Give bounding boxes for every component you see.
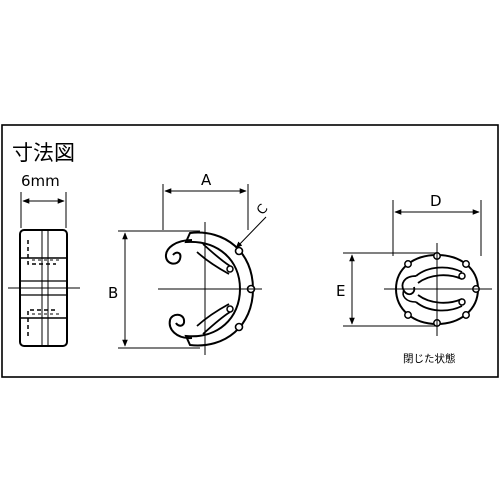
open-view: A B C: [108, 171, 271, 355]
dimension-e-label: E: [336, 282, 345, 300]
dimension-c-leader: [235, 216, 267, 249]
open-part-outer: [184, 231, 255, 347]
dimension-b-label: B: [108, 284, 118, 302]
closed-state-caption: 閉じた状態: [403, 352, 456, 365]
dimension-c-label: C: [254, 202, 271, 219]
dimension-a-label: A: [201, 171, 212, 189]
side-width-label: 6mm: [21, 172, 60, 190]
drawing-frame: [1, 124, 499, 378]
side-view: 6mm: [8, 172, 80, 347]
drawing-title: 寸法図: [12, 141, 75, 165]
dimension-d-label: D: [430, 192, 442, 210]
open-part-lower-hook: [168, 313, 193, 340]
open-part-upper-hook: [164, 239, 193, 265]
closed-view: D E 閉じた状態: [336, 192, 492, 365]
